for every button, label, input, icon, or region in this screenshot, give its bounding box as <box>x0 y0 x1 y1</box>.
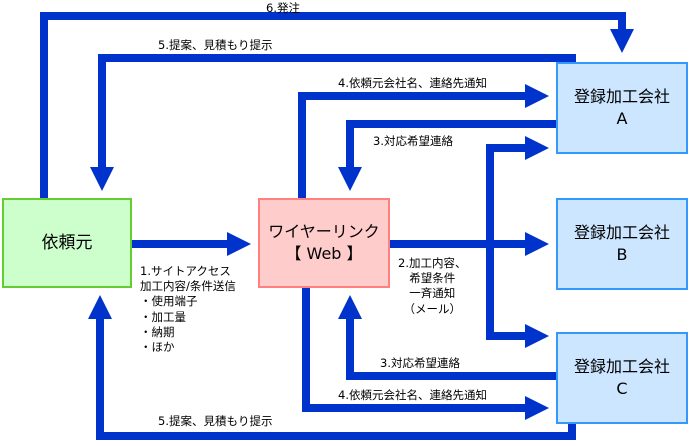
arrow-notify-c <box>302 288 549 420</box>
vendor-b-node: 登録加工会社 B <box>556 198 688 290</box>
vendor-c-label: 登録加工会社 <box>573 357 670 377</box>
vendor-a-node: 登録加工会社 A <box>556 62 688 154</box>
client-node: 依頼元 <box>2 198 132 288</box>
vendor-c-node: 登録加工会社 C <box>556 332 688 424</box>
arrow-broadcast-c <box>486 244 549 348</box>
label-notify-a: 4.依頼元会社名、連絡先通知 <box>338 76 487 90</box>
label-proposal-top: 5.提案、見積もり提示 <box>158 38 273 52</box>
arrow-proposal-bottom <box>88 295 576 440</box>
label-notify-c: 4.依頼元会社名、連絡先通知 <box>338 388 487 402</box>
vendor-b-letter: B <box>616 245 628 264</box>
arrow-reply-a <box>338 120 556 191</box>
label-access: 1.サイトアクセス 加工内容/条件送信 ・使用端子 ・加工量 ・納期 ・ほか <box>140 264 236 354</box>
arrow-notify-a <box>298 84 549 198</box>
wirelink-node: ワイヤーリンク 【 Web 】 <box>258 198 390 288</box>
label-reply-c: 3.対応希望連絡 <box>380 356 460 370</box>
client-label: 依頼元 <box>41 232 93 253</box>
arrow-order <box>40 12 634 198</box>
vendor-a-letter: A <box>616 109 628 128</box>
vendor-b-label: 登録加工会社 <box>573 223 670 243</box>
vendor-c-letter: C <box>616 379 628 398</box>
arrow-broadcast-a <box>486 136 549 244</box>
vendor-a-label: 登録加工会社 <box>573 87 670 107</box>
arrow-reply-c <box>338 295 556 380</box>
label-broadcast: 2.加工内容、 希望条件 一斉通知 （メール） <box>398 256 467 316</box>
label-order: 6.発注 <box>266 1 300 15</box>
wirelink-sublabel: 【 Web 】 <box>285 244 363 263</box>
arrow-proposal-top <box>90 54 576 191</box>
wirelink-label: ワイヤーリンク <box>268 222 380 242</box>
label-proposal-bottom: 5.提案、見積もり提示 <box>158 414 273 428</box>
label-reply-a: 3.対応希望連絡 <box>373 134 453 148</box>
